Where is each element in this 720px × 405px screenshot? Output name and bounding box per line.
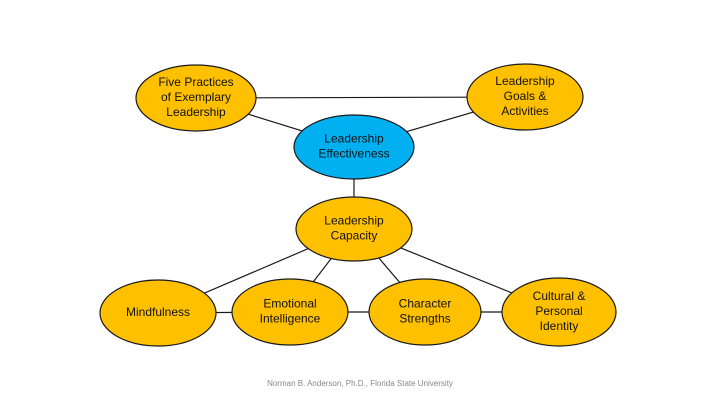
node-mindfulness: Mindfulness bbox=[99, 279, 217, 347]
node-shape bbox=[293, 114, 415, 180]
node-label-line: Leadership bbox=[324, 132, 384, 146]
node-label-line: Leadership bbox=[495, 74, 555, 88]
node-label-line: Effectiveness bbox=[318, 147, 389, 161]
node-label-line: Goals & bbox=[504, 89, 547, 103]
node-label-line: Leadership bbox=[166, 105, 226, 119]
node-shape bbox=[99, 279, 217, 347]
node-label-line: of Exemplary bbox=[161, 90, 231, 104]
node-label-line: Leadership bbox=[324, 214, 384, 228]
node-shape bbox=[368, 278, 482, 346]
node-label-line: Identity bbox=[540, 319, 579, 333]
node-label-line: Intelligence bbox=[260, 312, 321, 326]
footer-credit: Norman B. Anderson, Ph.D., Florida State… bbox=[267, 379, 453, 388]
node-shape bbox=[501, 277, 617, 347]
node-label-line: Activities bbox=[501, 104, 548, 118]
node-label-line: Strengths bbox=[399, 312, 450, 326]
node-shape bbox=[295, 196, 413, 262]
node-label-line: Mindfulness bbox=[126, 305, 190, 319]
node-label-line: Five Practices bbox=[158, 75, 233, 89]
node-label-line: Personal bbox=[535, 304, 582, 318]
node-shape bbox=[231, 278, 349, 346]
node-shape bbox=[135, 64, 257, 132]
node-label-line: Capacity bbox=[331, 229, 378, 243]
node-label-line: Cultural & bbox=[533, 289, 586, 303]
node-label-line: Character bbox=[399, 297, 452, 311]
node-shape bbox=[466, 63, 584, 131]
node-label-line: Emotional bbox=[263, 297, 316, 311]
